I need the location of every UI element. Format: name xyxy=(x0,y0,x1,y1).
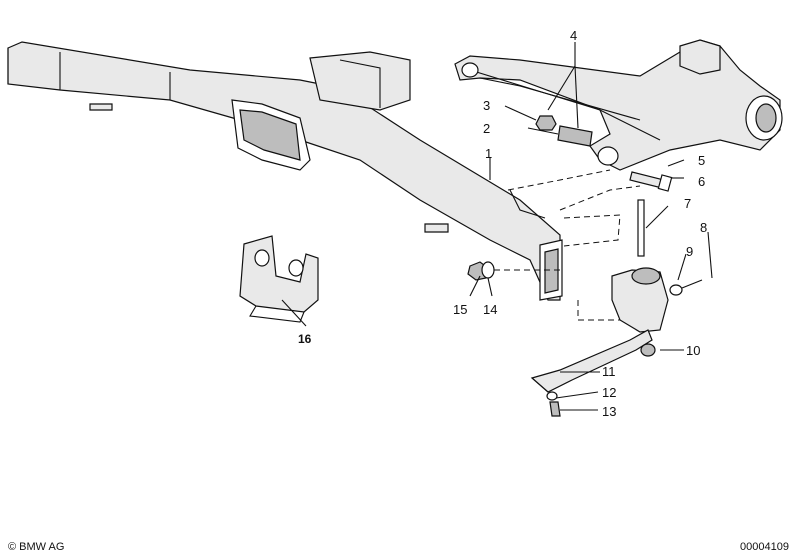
rubber-mount-bracket xyxy=(530,199,703,417)
trailing-arm xyxy=(454,39,783,171)
nut-3 xyxy=(504,105,557,131)
callout-3: 3 xyxy=(483,98,490,113)
callout-6: 6 xyxy=(698,174,705,189)
callout-labels: 1 2 3 4 5 6 7 8 9 10 11 12 13 14 15 16 xyxy=(298,28,707,419)
bolt-2 xyxy=(527,125,593,147)
callout-1: 1 xyxy=(485,146,492,161)
callout-11: 11 xyxy=(602,364,616,379)
callout-4: 4 xyxy=(570,28,577,43)
leader-lines xyxy=(281,42,713,411)
callout-14: 14 xyxy=(483,302,497,317)
copyright-notice: © BMW AG xyxy=(8,541,65,553)
bracket-16 xyxy=(239,235,319,323)
callout-8: 8 xyxy=(700,220,707,235)
callout-5: 5 xyxy=(698,153,705,168)
document-number: 00004109 xyxy=(740,541,789,553)
callout-15: 15 xyxy=(453,302,467,317)
callout-12: 12 xyxy=(602,385,616,400)
callout-13: 13 xyxy=(602,404,616,419)
callout-7: 7 xyxy=(684,196,691,211)
callout-9: 9 xyxy=(686,244,693,259)
callout-2: 2 xyxy=(483,121,490,136)
callout-10: 10 xyxy=(686,343,700,358)
rear-axle-carrier xyxy=(7,41,563,301)
callout-16: 16 xyxy=(298,332,312,346)
assembly-lines xyxy=(494,169,641,321)
nut-washer-14-15 xyxy=(467,261,495,281)
bolt-5-6 xyxy=(629,159,685,192)
